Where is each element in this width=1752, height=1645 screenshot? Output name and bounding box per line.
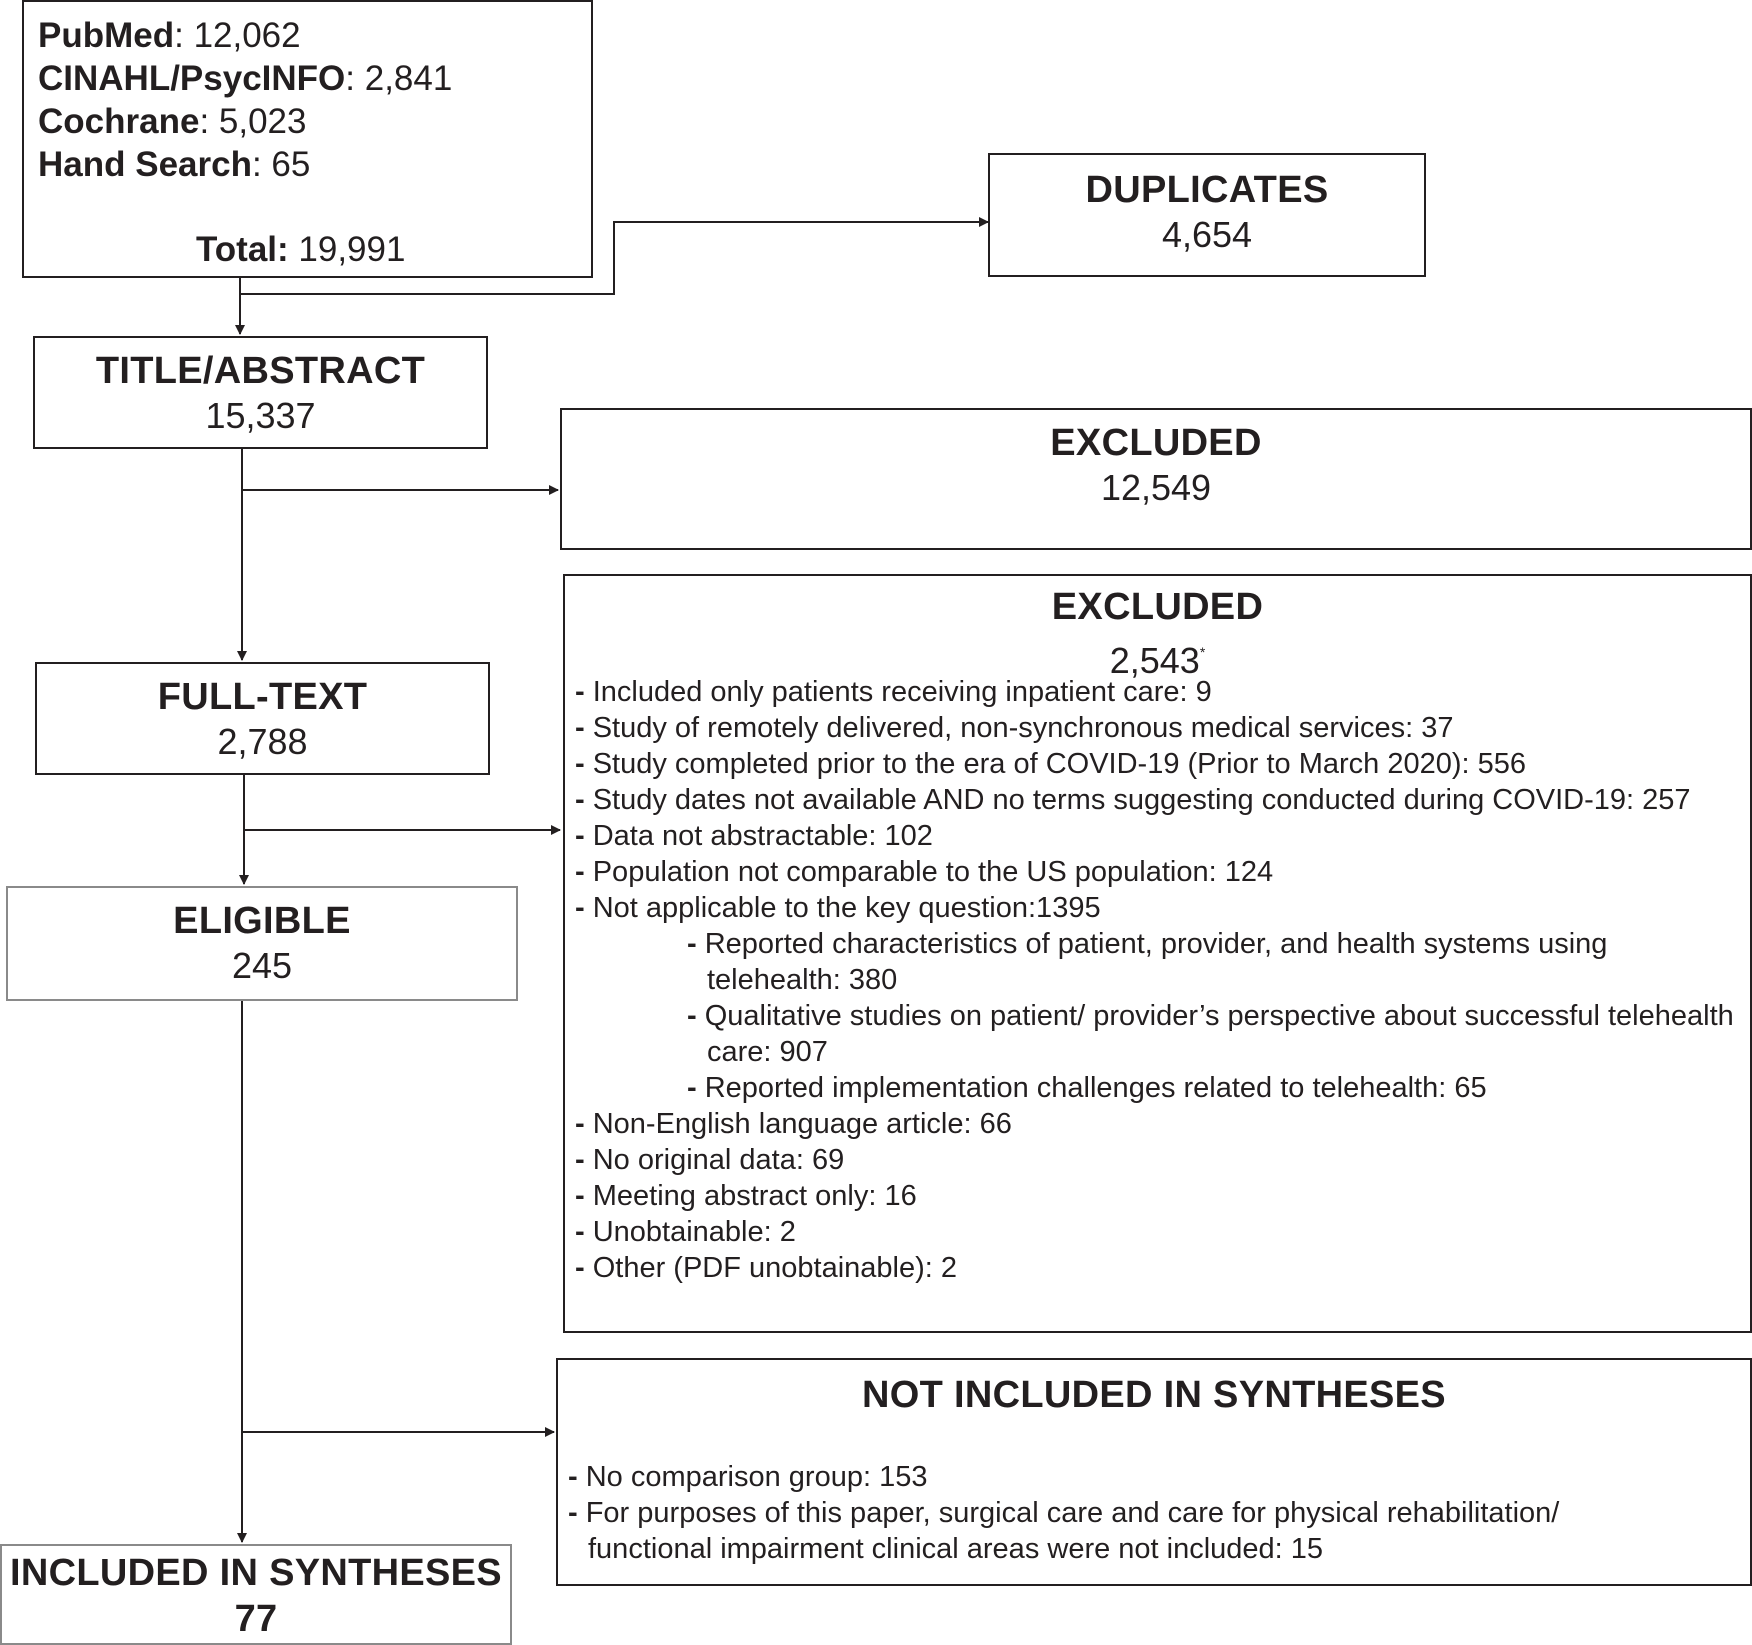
source-name: Cochrane <box>38 102 200 141</box>
box-title: DUPLICATES <box>1085 169 1329 211</box>
box-count: 245 <box>231 945 293 986</box>
reason-item: - Not applicable to the key question:139… <box>575 892 1101 924</box>
source-value: 12,062 <box>193 16 301 55</box>
reason-item: - No comparison group: 153 <box>568 1461 928 1493</box>
reason-item: - Included only patients receiving inpat… <box>575 676 1212 708</box>
reason-item: - For purposes of this paper, surgical c… <box>568 1497 1560 1565</box>
sub-reason-item: - Qualitative studies on patient/ provid… <box>687 1000 1734 1068</box>
reason-text: For purposes of this paper, surgical car… <box>585 1497 1560 1565</box>
reason-text: Included only patients receiving inpatie… <box>592 676 1212 708</box>
excluded-box-1: EXCLUDED 12,549 <box>560 408 1752 550</box>
reason-item: - No original data: 69 <box>575 1144 845 1176</box>
reason-text: Reported implementation challenges relat… <box>704 1072 1487 1104</box>
box-title: ELIGIBLE <box>173 900 351 942</box>
excluded-box-2: EXCLUDED 2,543* - Included only patients… <box>563 574 1752 1333</box>
footnote-mark: * <box>1199 644 1206 660</box>
source-hand-search: Hand Search: 65 <box>38 145 311 184</box>
eligible-box: ELIGIBLE 245 <box>6 886 518 1001</box>
reason-item: - Study completed prior to the era of CO… <box>575 748 1526 780</box>
reason-item: - Unobtainable: 2 <box>575 1216 796 1248</box>
reason-text: Study completed prior to the era of COVI… <box>592 748 1526 780</box>
reason-text: Unobtainable: 2 <box>592 1216 796 1248</box>
source-name: Hand Search <box>38 145 252 184</box>
source-name: CINAHL/PsycINFO <box>38 59 346 98</box>
source-value: 2,841 <box>364 59 453 98</box>
reason-item: - Study dates not available AND no terms… <box>575 784 1691 816</box>
duplicates-box: DUPLICATES 4,654 <box>988 153 1426 277</box>
reason-text: Data not abstractable: 102 <box>592 820 933 852</box>
total-label: Total: <box>196 230 289 269</box>
exclusion-reasons: - Included only patients receiving inpat… <box>575 674 1744 1286</box>
reason-text: Meeting abstract only: 16 <box>592 1180 917 1212</box>
source-value: 65 <box>271 145 311 184</box>
box-title: FULL-TEXT <box>157 676 368 718</box>
reason-text: Study dates not available AND no terms s… <box>592 784 1691 816</box>
included-box: INCLUDED IN SYNTHESES 77 <box>0 1544 512 1645</box>
reason-item: - Non-English language article: 66 <box>575 1108 1012 1140</box>
box-count: 77 <box>234 1598 278 1640</box>
sub-reason-item: - Reported characteristics of patient, p… <box>687 928 1608 996</box>
source-name: PubMed <box>38 16 175 55</box>
source-cochrane: Cochrane: 5,023 <box>38 102 307 141</box>
box-count: 2,543* <box>565 630 1750 683</box>
reason-text: Reported characteristics of patient, pro… <box>704 928 1608 996</box>
source-value: 5,023 <box>218 102 307 141</box>
reason-text: Other (PDF unobtainable): 2 <box>592 1252 958 1284</box>
box-title: NOT INCLUDED IN SYNTHESES <box>862 1374 1446 1416</box>
box-count: 15,337 <box>205 395 316 436</box>
reason-text: Study of remotely delivered, non-synchro… <box>592 712 1454 744</box>
arrow-to-duplicates <box>240 217 989 295</box>
box-count: 2,788 <box>217 721 308 762</box>
not-included-reasons: - No comparison group: 153 - For purposes… <box>568 1459 1670 1567</box>
box-title: TITLE/ABSTRACT <box>95 350 426 392</box>
reason-item: - Population not comparable to the US po… <box>575 856 1274 888</box>
reason-text: No original data: 69 <box>592 1144 845 1176</box>
reason-item: - Meeting abstract only: 16 <box>575 1180 917 1212</box>
reason-text: No comparison group: 153 <box>585 1461 928 1493</box>
not-included-box: NOT INCLUDED IN SYNTHESES - No compariso… <box>556 1358 1752 1586</box>
box-count: 12,549 <box>1100 467 1212 508</box>
total-value: 19,991 <box>298 230 406 269</box>
reason-item: - Other (PDF unobtainable): 2 <box>575 1252 958 1284</box>
reason-text: Non-English language article: 66 <box>592 1108 1012 1140</box>
reason-text: Population not comparable to the US popu… <box>592 856 1274 888</box>
count-value: 2,543 <box>1109 640 1200 681</box>
box-title: EXCLUDED <box>1051 586 1264 628</box>
box-title: INCLUDED IN SYNTHESES <box>10 1552 502 1594</box>
reason-text: Qualitative studies on patient/ provider… <box>704 1000 1734 1068</box>
title-abstract-box: TITLE/ABSTRACT 15,337 <box>33 336 488 449</box>
reason-text: Not applicable to the key question:1395 <box>592 892 1101 924</box>
reason-item: - Data not abstractable: 102 <box>575 820 933 852</box>
sources-total: Total: 19,991 <box>196 228 405 271</box>
source-pubmed: PubMed: 12,062 <box>38 16 301 55</box>
sources-box: PubMed: 12,062 CINAHL/PsycINFO: 2,841 Co… <box>22 0 593 278</box>
source-cinahl: CINAHL/PsycINFO: 2,841 <box>38 59 453 98</box>
box-count: 4,654 <box>1161 214 1253 255</box>
reason-item: - Study of remotely delivered, non-synch… <box>575 712 1454 744</box>
sub-reason-item: - Reported implementation challenges rel… <box>687 1072 1487 1104</box>
full-text-box: FULL-TEXT 2,788 <box>35 662 490 775</box>
box-title: EXCLUDED <box>1050 422 1262 464</box>
